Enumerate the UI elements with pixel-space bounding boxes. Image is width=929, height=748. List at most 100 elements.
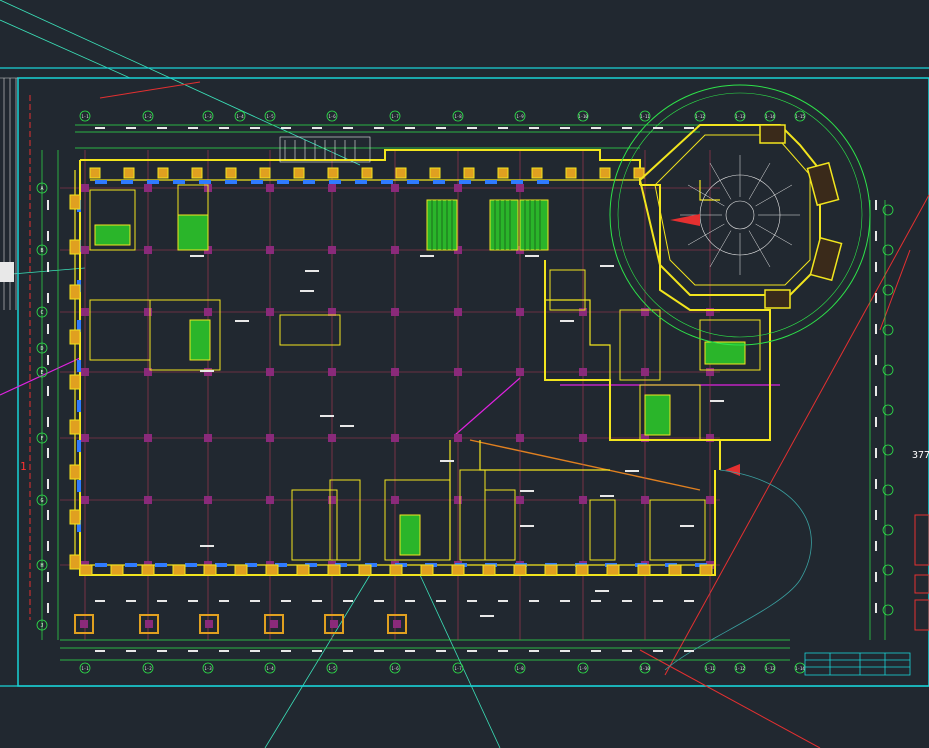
pilaster [69,554,81,570]
pilaster [544,564,558,576]
pilaster [606,564,620,576]
annotation-text-mark [480,615,494,617]
window [275,563,287,567]
axis-bubble [764,662,776,674]
column [144,308,152,316]
pilaster [191,167,203,179]
axis-bubble [326,662,338,674]
sheet-frame [0,67,929,687]
rotunda-radial [755,223,793,246]
axis-bubble [882,324,894,336]
annotation-tick [95,600,105,602]
column [516,496,524,504]
axis-bubble-label: 1-3 [204,666,212,671]
pilaster [69,284,81,300]
annotation-tick [436,127,446,129]
annotation-tick [157,650,167,652]
axis-bubble [577,110,589,122]
axis-bubble [882,564,894,576]
axis-bubble [36,182,48,194]
annotation-tick [281,650,291,652]
axis-bubble-label: 1-10 [578,114,588,119]
window [407,180,419,184]
axis-bubble [734,662,746,674]
annotation-tick [47,262,49,272]
column [81,246,89,254]
column [516,308,524,316]
window [537,180,549,184]
window [485,180,497,184]
window [251,180,263,184]
pilaster [699,564,713,576]
annotation-tick [250,650,260,652]
column [266,368,274,376]
annotation-tick [875,293,877,303]
pilaster [234,564,248,576]
annotation-tick [622,650,632,652]
axis-bubble-label: 1-8 [516,666,524,671]
window [433,180,445,184]
axis-bubble [734,110,746,122]
axis-bubble-label: 1-11 [640,114,650,119]
axis-bubble-label: 1-15 [795,114,805,119]
annotation-tick [467,650,477,652]
annotation-tick [343,127,353,129]
column [454,184,462,192]
annotation-tick [529,127,539,129]
annotation-text-mark [305,270,319,272]
column [516,368,524,376]
annotation-tick [157,600,167,602]
annotation-text-mark [520,490,534,492]
annotation-tick [653,127,663,129]
annotation-tick [467,600,477,602]
axis-bubble-label: 1-13 [735,114,745,119]
pilaster [637,564,651,576]
annotation-tick [875,479,877,489]
pilaster [565,167,577,179]
annotation-tick [560,600,570,602]
annotation-tick [875,448,877,458]
rotunda-radial [748,230,771,268]
column [641,368,649,376]
axis-bubble-label: 1-6 [328,114,336,119]
annotation-text-mark [190,255,204,257]
column [516,434,524,442]
annotation-tick [591,650,601,652]
annotation-tick [875,603,877,613]
axis-bubble-label: 1-12 [695,114,705,119]
annotation-tick [653,600,663,602]
annotation-tick [188,127,198,129]
column [266,496,274,504]
axis-bubble-label: 1-12 [735,666,745,671]
column [641,434,649,442]
annotation-tick [875,572,877,582]
column [328,246,336,254]
window [329,180,341,184]
axis-bubble-label: 1-7 [454,666,462,671]
rotunda [609,84,871,346]
axis-bubble-label: 1-4 [266,666,274,671]
landscape-curve [664,469,812,671]
axis-bubble [882,204,894,216]
axis-bubble-label: 1-1 [81,666,89,671]
window [245,563,257,567]
window [215,563,227,567]
annotation-tick [498,600,508,602]
axis-bubble [326,110,338,122]
axis-bubble [202,110,214,122]
column [454,434,462,442]
column [328,184,336,192]
axis-bubble-label: F [40,436,43,442]
pilaster [668,564,682,576]
axis-bubble-label: 1-9 [516,114,524,119]
window [225,180,237,184]
axis-bubble [882,604,894,616]
annotation-tick [312,600,322,602]
column [144,368,152,376]
annotation-tick [622,127,632,129]
pilaster [123,167,135,179]
annotation-tick [529,650,539,652]
axis-bubble [514,110,526,122]
axis-bubble [79,110,91,122]
axis-bubble [36,244,48,256]
